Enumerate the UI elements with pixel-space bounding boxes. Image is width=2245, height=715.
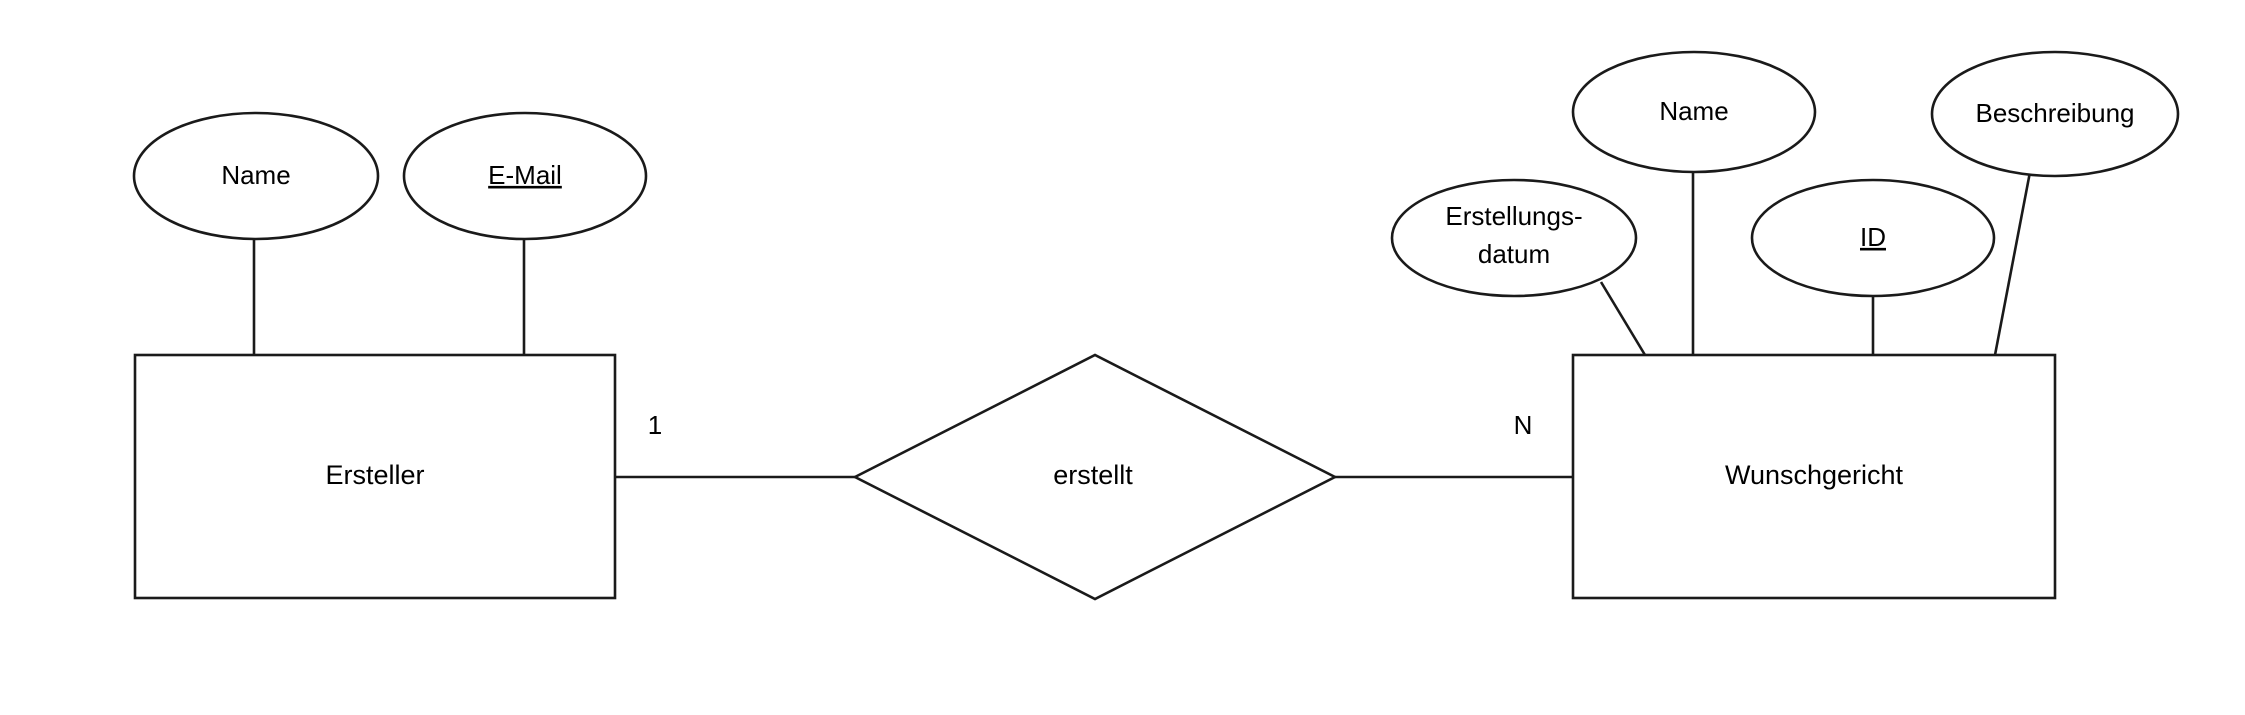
attribute-wunschgericht-name-label: Name: [1659, 96, 1728, 126]
attribute-ersteller-email-ellipse[interactable]: [402, 111, 648, 241]
cardinality-label-one: 1: [648, 410, 662, 440]
entity-ersteller-box[interactable]: [133, 353, 617, 600]
cardinality-label-many: N: [1514, 410, 1533, 440]
attribute-ersteller-name-label: Name: [221, 160, 290, 190]
attribute-wunschgericht-name[interactable]: Name: [1571, 50, 1817, 174]
attribute-connectors: [252, 171, 2032, 356]
attribute-ersteller-name[interactable]: Name: [132, 111, 380, 241]
connector-wunschgericht-erstellungsdatum: [1599, 281, 1647, 356]
attribute-wunschgericht-beschreibung-ellipse[interactable]: [1930, 50, 2180, 178]
attribute-wunschgericht-id-label: ID: [1860, 222, 1886, 252]
entity-ersteller-label: Ersteller: [325, 460, 424, 490]
attribute-wunschgericht-id-ellipse[interactable]: [1750, 178, 1996, 298]
entity-wunschgericht[interactable]: Wunschgericht: [1571, 353, 2057, 600]
attribute-wunschgericht-beschreibung[interactable]: Beschreibung: [1930, 50, 2180, 178]
attribute-wunschgericht-id[interactable]: ID: [1750, 178, 1996, 298]
attribute-ersteller-email-label: E-Mail: [488, 160, 562, 190]
attribute-wunschgericht-erstellungsdatum-label-line2: datum: [1478, 239, 1550, 269]
entity-wunschgericht-label: Wunschgericht: [1725, 460, 1904, 490]
relationship-erstellt-diamond[interactable]: [852, 353, 1338, 601]
attribute-ersteller-name-ellipse[interactable]: [132, 111, 380, 241]
cardinality-labels: 1 N: [648, 410, 1533, 440]
attribute-ersteller-email[interactable]: E-Mail: [402, 111, 648, 241]
attribute-wunschgericht-beschreibung-label: Beschreibung: [1976, 98, 2135, 128]
attribute-wunschgericht-name-ellipse[interactable]: [1571, 50, 1817, 174]
relationship-erstellt[interactable]: erstellt: [852, 353, 1338, 601]
attribute-wunschgericht-erstellungsdatum-ellipse[interactable]: [1390, 178, 1638, 298]
relationship-erstellt-label: erstellt: [1053, 460, 1133, 490]
connector-wunschgericht-beschreibung: [1993, 171, 2032, 356]
entity-ersteller[interactable]: Ersteller: [133, 353, 617, 600]
entity-wunschgericht-box[interactable]: [1571, 353, 2057, 600]
attribute-wunschgericht-erstellungsdatum-label-line1: Erstellungs-: [1445, 201, 1582, 231]
attribute-wunschgericht-erstellungsdatum[interactable]: Erstellungs- datum: [1390, 178, 1638, 298]
